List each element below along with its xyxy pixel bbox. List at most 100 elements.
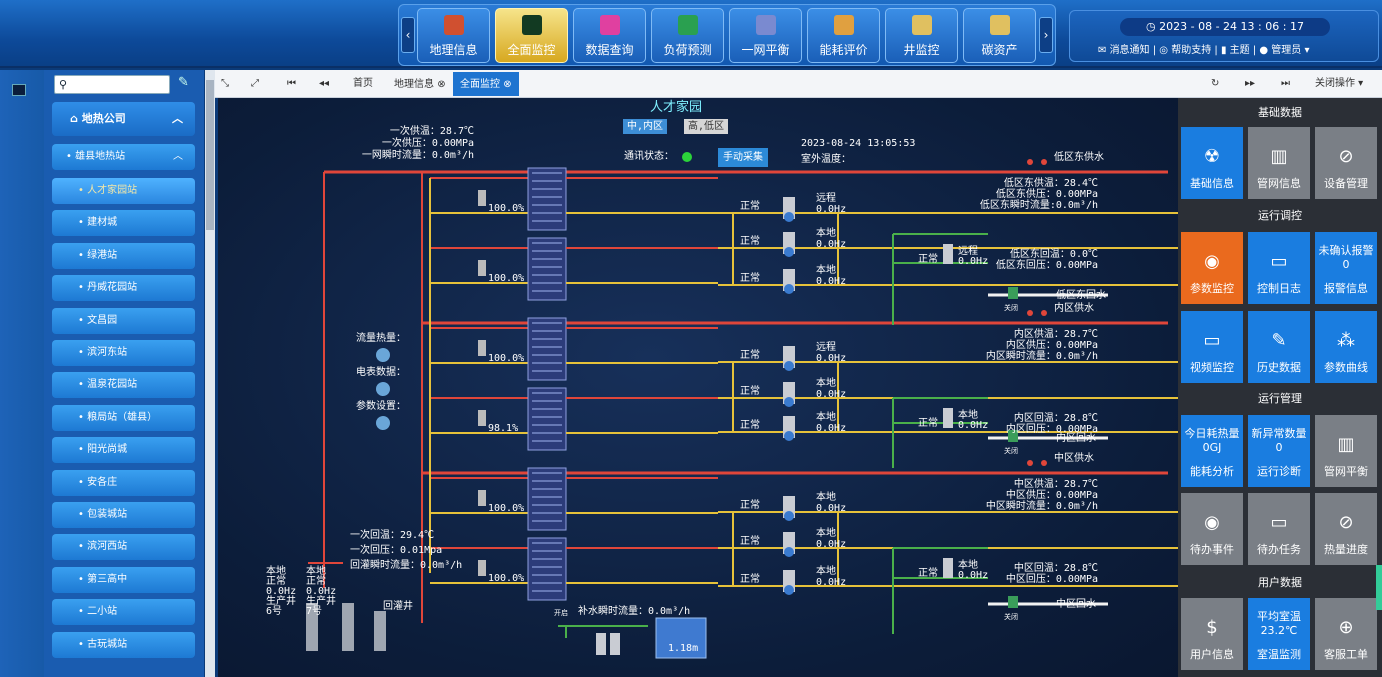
shirt-icon: ▮: [1220, 45, 1230, 56]
sidebar-item[interactable]: • 二小站: [52, 599, 195, 626]
nav-label: 能耗评价: [819, 43, 868, 57]
nav-btn-1[interactable]: 全面监控: [495, 8, 568, 63]
nav-btn-7[interactable]: 碳资产: [963, 8, 1036, 63]
zone-supply-data: 内区供温：28.7℃: [1013, 329, 1098, 340]
tile-network-info[interactable]: ▥管网信息: [1248, 127, 1310, 199]
nav-btn-3[interactable]: 负荷预测: [651, 8, 724, 63]
nav-btn-2[interactable]: 数据查询: [573, 8, 646, 63]
tab-home[interactable]: 首页: [353, 78, 373, 89]
right-scrollbar[interactable]: [1376, 565, 1382, 610]
first-icon[interactable]: ⏮: [287, 78, 296, 89]
nav-btn-0[interactable]: 地理信息: [417, 8, 490, 63]
well: [306, 603, 318, 651]
sidebar-item[interactable]: • 人才家园站: [52, 178, 195, 204]
next-icon[interactable]: ▸▸: [1245, 78, 1256, 89]
station-title: 人才家园: [650, 100, 703, 115]
msg-link[interactable]: 消息通知: [1109, 45, 1150, 56]
nav-label: 地理信息: [429, 43, 478, 57]
sensor: [478, 410, 486, 426]
close-ops-button[interactable]: 关闭操作 ▾: [1315, 78, 1364, 89]
sidebar-item[interactable]: • 文昌园: [52, 307, 195, 334]
close-icon[interactable]: ⊗: [437, 79, 446, 90]
nav-btn-4[interactable]: 一网平衡: [729, 8, 802, 63]
tab-geo[interactable]: 地理信息 ⊗: [387, 72, 453, 96]
tile-todo-tasks[interactable]: ▭待办任务: [1248, 493, 1310, 565]
sidebar-item-label: • 人才家园站: [78, 185, 138, 196]
tree-group[interactable]: • 雄县地热站︿: [52, 144, 195, 170]
manual-collect-button[interactable]: 手动采集: [718, 148, 768, 167]
search-input[interactable]: ⚲: [54, 75, 170, 94]
pin-icon[interactable]: ✎: [178, 75, 189, 90]
nav-next-arrow[interactable]: ›: [1039, 17, 1053, 53]
help-link[interactable]: 帮助支持: [1171, 45, 1212, 56]
temp-sensor: [1027, 159, 1033, 165]
pump-motor: [784, 511, 794, 521]
zone-button-2[interactable]: 高,低区: [684, 119, 729, 134]
tile-user-info-icon: $: [1206, 617, 1218, 638]
scroll-thumb[interactable]: [206, 80, 214, 230]
tile-todo-tasks-icon: ▭: [1270, 512, 1288, 533]
sidebar-item[interactable]: • 粮局站（雄县）: [52, 404, 195, 431]
tile-basic-info[interactable]: ☢基础信息: [1181, 127, 1243, 199]
admin-link[interactable]: 管理员: [1271, 45, 1302, 56]
circ-pump: [943, 558, 953, 578]
tile-user-info[interactable]: $用户信息: [1181, 598, 1243, 670]
tree-root-label: 地热公司: [81, 112, 126, 125]
sidebar-item[interactable]: • 古玩城站: [52, 631, 195, 658]
sidebar-item[interactable]: • 包装城站: [52, 502, 195, 528]
sidebar-item[interactable]: • 建材城: [52, 210, 195, 237]
theme-link[interactable]: 主题: [1229, 45, 1250, 56]
fullscreen-icon[interactable]: ⤡: [221, 78, 229, 89]
tile-heat-progress[interactable]: ⊘热量进度: [1315, 493, 1377, 565]
last-icon[interactable]: ⏭: [1281, 78, 1290, 89]
tile-control-log[interactable]: ▭控制日志: [1248, 232, 1310, 304]
refresh-icon[interactable]: ↻: [1211, 78, 1220, 89]
sidebar-item[interactable]: • 丹威花园站: [52, 275, 195, 302]
tab-monitor[interactable]: 全面监控 ⊗: [453, 72, 519, 96]
sidebar-item[interactable]: • 滨河东站: [52, 340, 195, 366]
tile-balance[interactable]: ▥管网平衡: [1315, 415, 1377, 487]
close-icon[interactable]: ⊗: [503, 79, 512, 90]
sidebar-item-label: • 古玩城站: [78, 638, 128, 650]
hx-percent: 100.0%: [488, 273, 525, 284]
circ-freq: 0.0Hz: [958, 256, 989, 267]
sidebar-item[interactable]: • 第三高中: [52, 566, 195, 593]
chevron-up-icon: ︿: [173, 151, 183, 162]
tile-history[interactable]: ✎历史数据: [1248, 311, 1310, 383]
circ-status: 正常: [918, 254, 938, 265]
sidebar-item[interactable]: • 阳光尚城: [52, 437, 195, 464]
well-label: 本地: [306, 566, 326, 577]
sidebar-item[interactable]: • 温泉花园站: [52, 372, 195, 399]
sidebar-scrollbar[interactable]: [205, 70, 215, 677]
shrink-icon[interactable]: ⤢: [251, 78, 259, 89]
well: [374, 611, 386, 651]
tile-param-monitor[interactable]: ◉参数监控: [1181, 232, 1243, 304]
zone-return-name: 中区回水: [1056, 599, 1096, 610]
tile-curve[interactable]: ⁂参数曲线: [1315, 311, 1377, 383]
sidebar-item[interactable]: • 绿港站: [52, 242, 195, 269]
zone-return-data: 低区东回温：0.0℃: [1009, 249, 1098, 260]
tree-root[interactable]: ⌂ 地热公司︿: [52, 102, 195, 136]
monitor-icon[interactable]: [12, 84, 26, 96]
well-label: 生产井: [306, 596, 336, 607]
temp-sensor: [1027, 310, 1033, 316]
tile-device-mgmt[interactable]: ⊘设备管理: [1315, 127, 1377, 199]
alarm-count: 0: [1342, 258, 1350, 271]
tile-video[interactable]: ▭视频监控: [1181, 311, 1243, 383]
tile-todo-events[interactable]: ◉待办事件: [1181, 493, 1243, 565]
well-label: 6号: [266, 606, 283, 617]
tile-service-order[interactable]: ⊕客服工单: [1315, 598, 1377, 670]
prev-icon[interactable]: ◂◂: [319, 78, 330, 89]
sidebar-item[interactable]: • 滨河西站: [52, 534, 195, 561]
tile-label: 热量进度: [1324, 543, 1368, 556]
nav-prev-arrow[interactable]: ‹: [401, 17, 415, 53]
nav-btn-5[interactable]: 能耗评价: [807, 8, 880, 63]
pump-freq: 0.0Hz: [816, 204, 847, 215]
nav-btn-6[interactable]: 井监控: [885, 8, 958, 63]
sidebar-item[interactable]: • 安各庄: [52, 469, 195, 496]
zone-button-1[interactable]: 中,内区: [623, 119, 668, 134]
